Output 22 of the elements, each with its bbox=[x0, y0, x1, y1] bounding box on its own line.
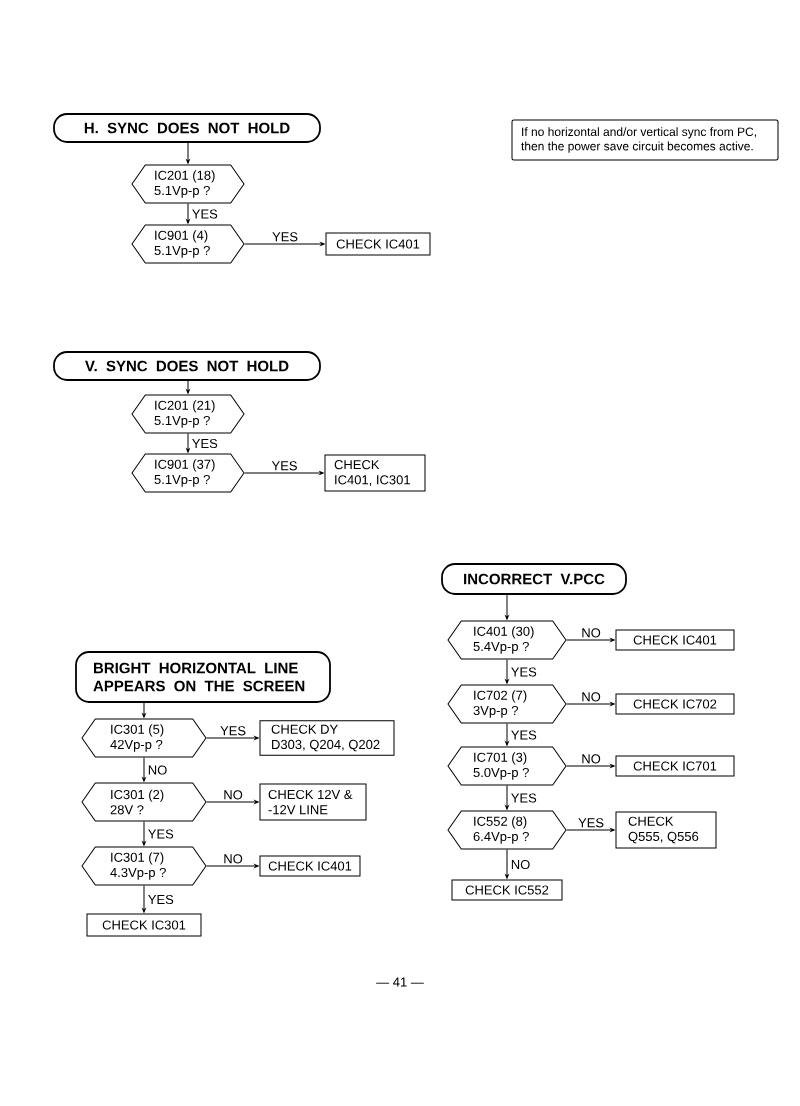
arrow bbox=[566, 638, 615, 642]
arrow bbox=[566, 702, 615, 706]
arrow bbox=[142, 821, 146, 846]
arrow bbox=[566, 828, 615, 832]
arrow bbox=[206, 736, 259, 740]
arrow bbox=[142, 885, 146, 913]
arrow bbox=[206, 800, 259, 804]
arrow bbox=[505, 849, 509, 879]
arrow bbox=[566, 764, 615, 768]
arrow bbox=[505, 659, 509, 684]
arrow bbox=[244, 242, 325, 246]
arrow bbox=[186, 380, 190, 394]
arrow bbox=[505, 785, 509, 810]
arrow bbox=[186, 203, 190, 224]
arrow bbox=[206, 864, 259, 868]
arrow bbox=[142, 757, 146, 782]
arrow bbox=[244, 471, 324, 475]
arrow bbox=[142, 702, 146, 718]
arrow bbox=[505, 723, 509, 746]
arrow bbox=[186, 142, 190, 164]
arrow bbox=[505, 594, 509, 620]
arrow bbox=[186, 433, 190, 453]
